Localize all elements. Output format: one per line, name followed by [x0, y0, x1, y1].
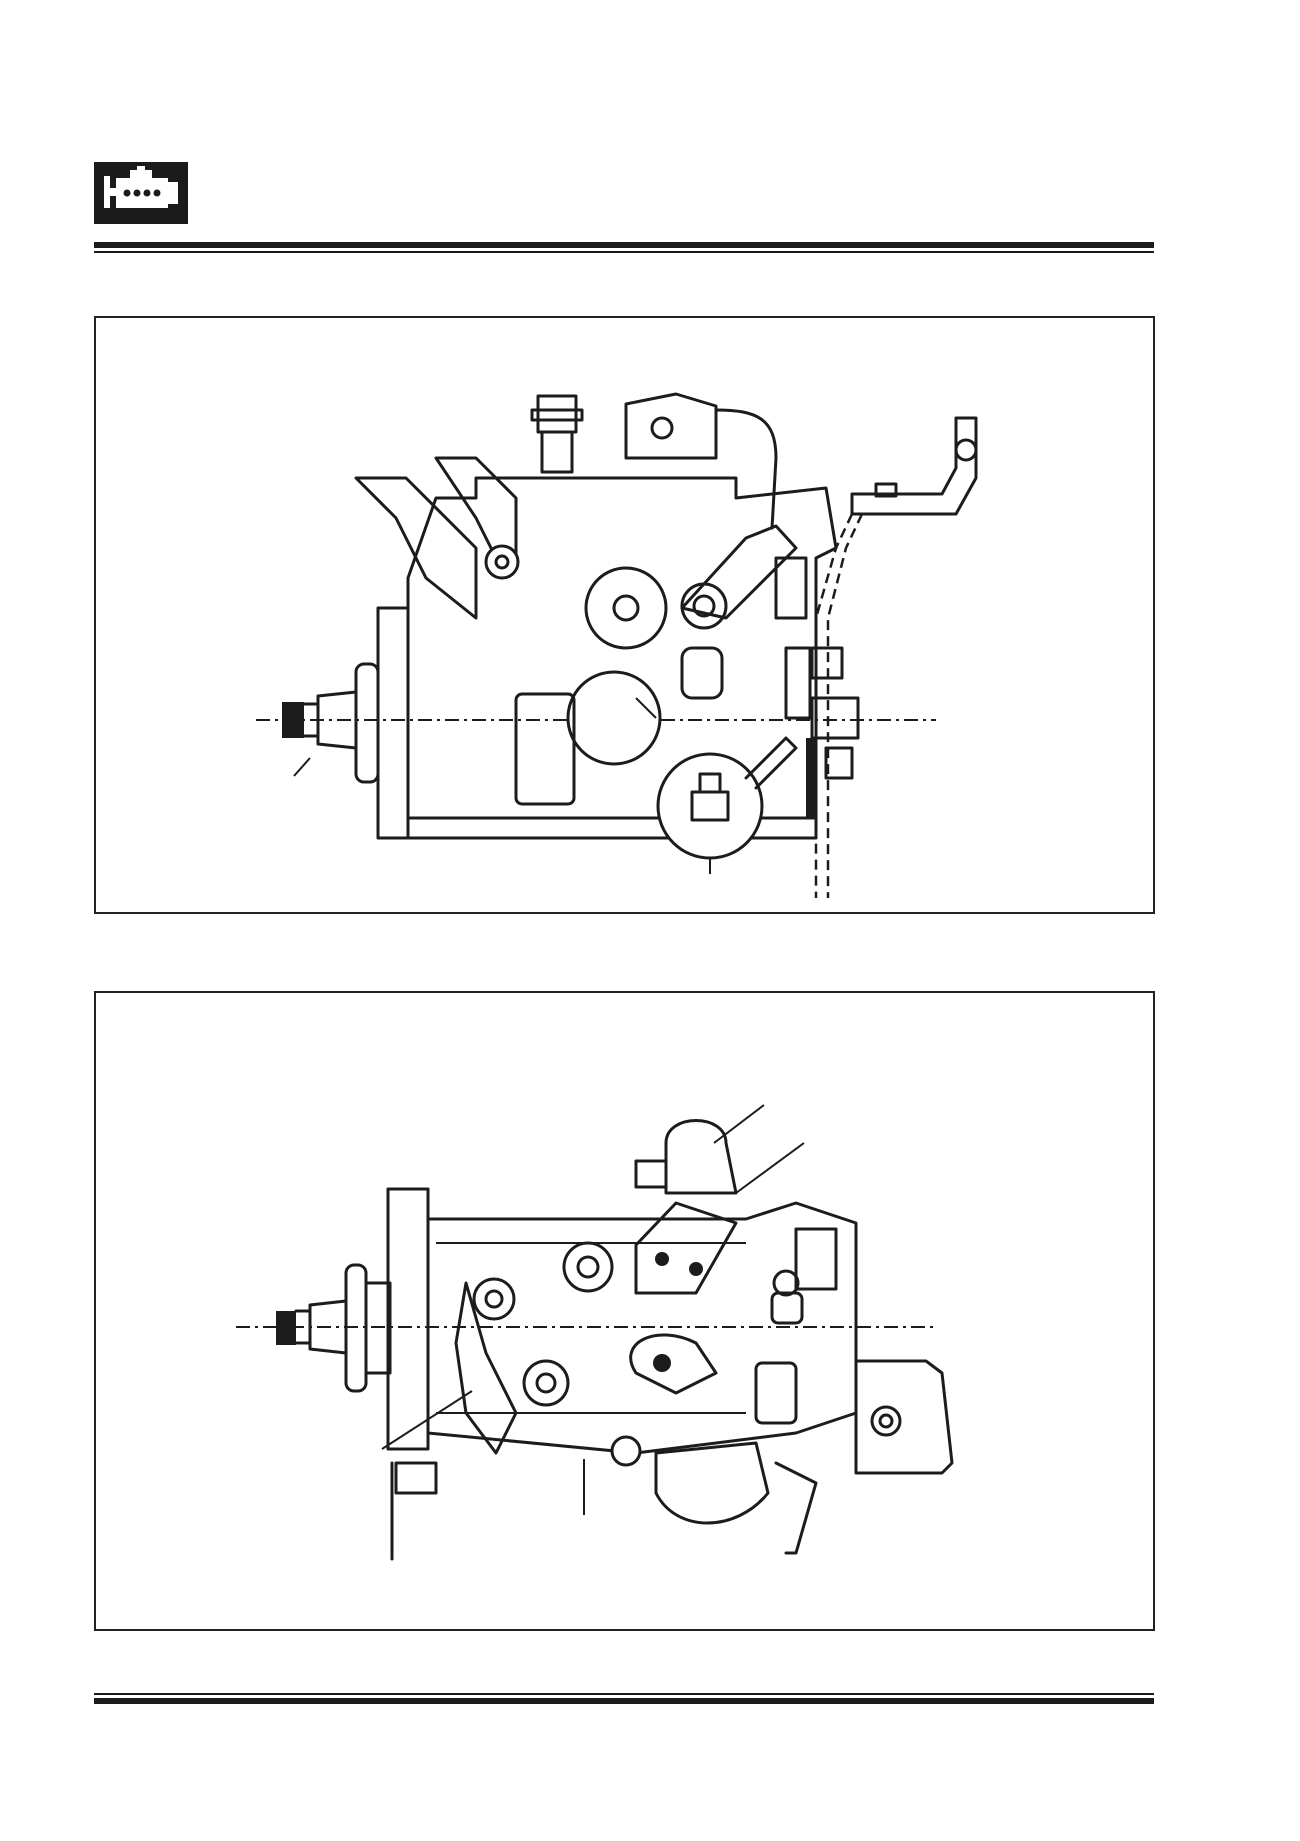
engine-icon [104, 166, 178, 208]
pump-top-view-drawing [236, 1104, 954, 1561]
rear-bracket [850, 416, 978, 516]
leader-line-solenoid [713, 1104, 765, 1144]
footer-rule-thin [94, 1693, 1154, 1695]
cam-lever [629, 1333, 718, 1395]
large-bolt-head [584, 566, 668, 650]
bolt-head-bottom [522, 1359, 570, 1407]
header-rule-thin [94, 251, 1154, 253]
front-flange [354, 662, 380, 784]
footer-rule-thick [94, 1698, 1154, 1704]
rear-bracket [854, 1359, 954, 1475]
throttle-lever [454, 1281, 518, 1455]
drive-shaft-thread [282, 702, 304, 738]
rear-mounting-rod [774, 1461, 818, 1555]
bottom-adjuster [656, 752, 764, 860]
governor-housing [566, 670, 662, 766]
lever-pivot [484, 544, 520, 580]
header-rule-thick [94, 242, 1154, 248]
pump-side-view-drawing [256, 392, 978, 898]
leader-line-control [735, 1142, 805, 1194]
bracket-hidden-edge [814, 513, 854, 898]
drive-shaft-thread [276, 1311, 296, 1345]
leader-line-throttle [381, 1390, 473, 1450]
left-bracket [354, 476, 478, 620]
bolt-head-left [472, 1277, 516, 1321]
pipe-line [714, 408, 778, 530]
cam-lever-pivot [680, 582, 728, 630]
top-control-block [624, 392, 718, 460]
engine-logo [94, 162, 188, 224]
control-block [634, 1201, 738, 1295]
pump-body [406, 476, 838, 840]
solenoid-valve [664, 1119, 738, 1195]
top-fitting [536, 394, 578, 434]
bottom-adjuster [654, 1441, 770, 1525]
figure-panel-top-view [94, 991, 1155, 1631]
figure-panel-side-view [94, 316, 1155, 914]
label-plate [514, 692, 576, 806]
leader-line-shaft [293, 757, 311, 777]
bolt-head-top [562, 1241, 614, 1293]
